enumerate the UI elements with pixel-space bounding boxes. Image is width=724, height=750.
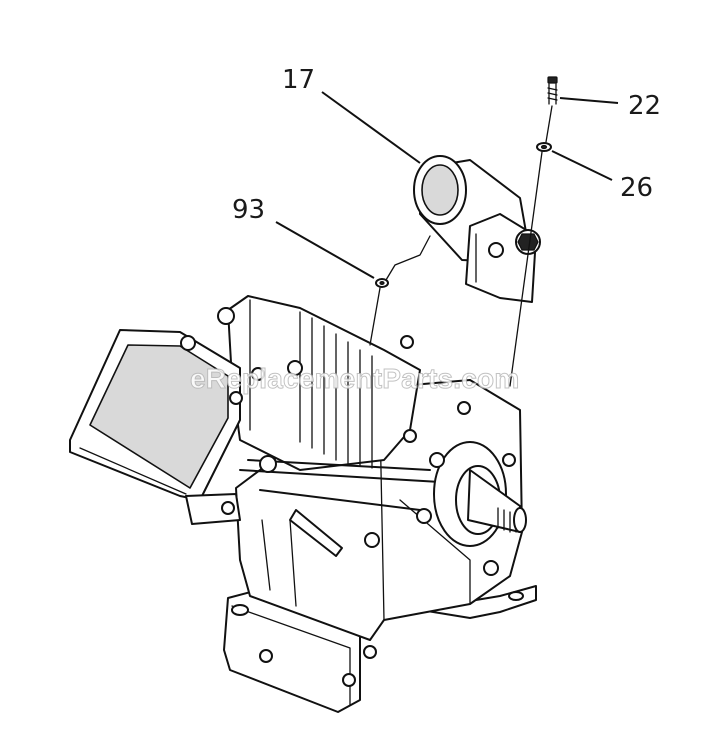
- spacer-washer: [375, 278, 389, 288]
- callout-22: 22: [559, 91, 661, 121]
- starter-motor: [413, 155, 541, 303]
- callout-17: 17: [282, 65, 421, 164]
- cylinder-head: [217, 295, 421, 471]
- watermark-text: eReplacementParts.com: [190, 363, 519, 394]
- flat-washer: [536, 142, 552, 152]
- engine-assembly: [69, 295, 537, 713]
- callout-label-26: 26: [620, 173, 653, 203]
- governor-linkage: [239, 455, 441, 557]
- air-box: [69, 329, 243, 525]
- callout-93: 93: [232, 195, 375, 279]
- callout-26: 26: [551, 150, 653, 203]
- starter-pinion-gear: [515, 229, 541, 255]
- assembly-alignment-lines: [369, 105, 553, 387]
- crankshaft-output: [429, 441, 527, 547]
- starter-bolt: [547, 76, 558, 105]
- callout-label-93: 93: [232, 195, 265, 225]
- callout-label-22: 22: [628, 91, 661, 121]
- callout-label-17: 17: [282, 65, 315, 95]
